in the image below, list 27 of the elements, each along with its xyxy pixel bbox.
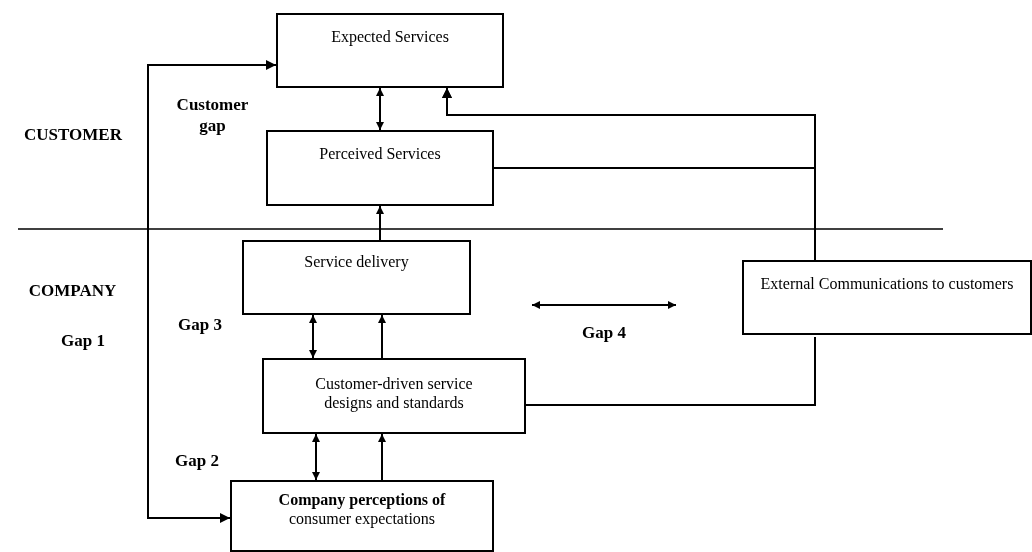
text-label: Gap 3: [177, 314, 223, 335]
box-label: Perceived Services: [318, 144, 442, 163]
arrow: [378, 314, 386, 359]
text-label: COMPANY: [27, 280, 118, 301]
box-label: External Communications to customers: [759, 274, 1015, 293]
arrow: [309, 314, 317, 359]
box-label: Company perceptions of consumer expectations: [277, 490, 447, 528]
box-label: Service delivery: [303, 252, 410, 271]
arrow: [376, 205, 384, 241]
process-box: [262, 358, 526, 434]
arrow: [378, 433, 386, 481]
text-label: Customer gap: [175, 94, 250, 136]
box-label: Expected Services: [330, 27, 450, 46]
text-label: Gap 1: [60, 330, 106, 351]
arrow: [442, 87, 816, 169]
process-box: [242, 240, 471, 315]
process-box: [230, 480, 494, 552]
box-label: Customer-driven service designs and standards: [314, 374, 474, 412]
text-label: Gap 4: [581, 322, 627, 343]
arrow: [312, 433, 320, 481]
process-box: [276, 13, 504, 88]
arrow: [147, 60, 277, 523]
arrow: [376, 87, 384, 131]
process-box: [742, 260, 1032, 335]
text-label: Gap 2: [174, 450, 220, 471]
text-label: CUSTOMER: [23, 124, 123, 145]
process-box: [266, 130, 494, 206]
